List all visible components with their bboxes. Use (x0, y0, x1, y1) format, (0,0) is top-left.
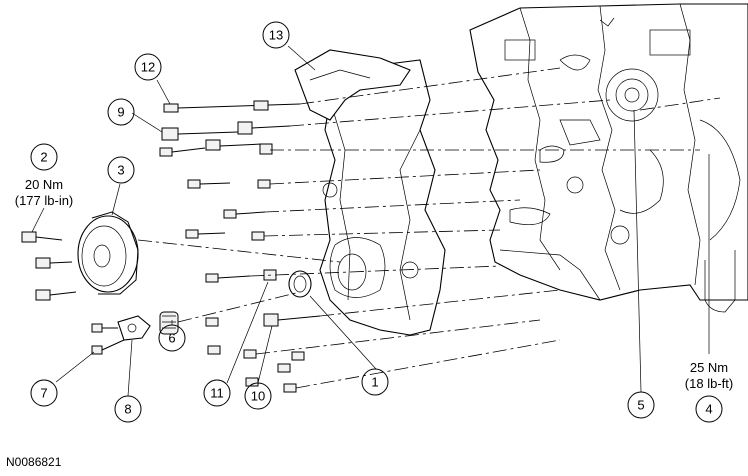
callout-6-number: 6 (168, 331, 175, 346)
callout-4-torque-imperial: (18 lb-ft) (685, 376, 733, 391)
callout-2-number: 2 (40, 150, 47, 165)
callout-6: 6 (158, 324, 186, 352)
callout-5-number: 5 (637, 398, 644, 413)
callout-2-torque-imperial: (177 lb-in) (15, 193, 74, 208)
callout-12-number: 12 (141, 60, 155, 75)
callout-2-torque-nm: 20 Nm (25, 177, 63, 192)
callout-12: 12 (134, 53, 162, 81)
callout-3-number: 3 (117, 163, 124, 178)
bolts (21, 100, 321, 393)
callout-8: 8 (114, 395, 142, 423)
callout-13: 13 (262, 21, 290, 49)
alignment-lines (137, 67, 721, 389)
callout-4: 25 Nm (18 lb-ft) 4 (685, 360, 733, 423)
callout-8-number: 8 (124, 402, 131, 417)
callout-11: 11 (203, 379, 231, 407)
sensor-parts (117, 311, 179, 341)
figure-id: N0086821 (6, 455, 62, 469)
front-cover (298, 59, 446, 336)
front-seal (288, 253, 367, 298)
callout-13-number: 13 (269, 28, 283, 43)
callout-leaders (31, 45, 710, 397)
callout-11-number: 11 (210, 386, 224, 401)
callout-10-number: 10 (251, 389, 265, 404)
crankshaft-pulley (77, 211, 139, 295)
callout-10: 10 (244, 382, 272, 410)
callout-4-number: 4 (705, 402, 712, 417)
engine-block (469, 3, 748, 313)
callout-4-torque-nm: 25 Nm (690, 360, 728, 375)
callout-5: 5 (627, 391, 655, 419)
callout-9-number: 9 (117, 105, 124, 120)
callout-1-number: 1 (371, 375, 378, 390)
callout-1: 1 (361, 368, 389, 396)
callout-3: 3 (107, 156, 135, 184)
mount-bracket (294, 49, 411, 121)
callout-2: 2 20 Nm (177 lb-in) (15, 143, 74, 208)
callout-7: 7 (30, 379, 58, 407)
callout-9: 9 (107, 98, 135, 126)
callout-7-number: 7 (40, 386, 47, 401)
